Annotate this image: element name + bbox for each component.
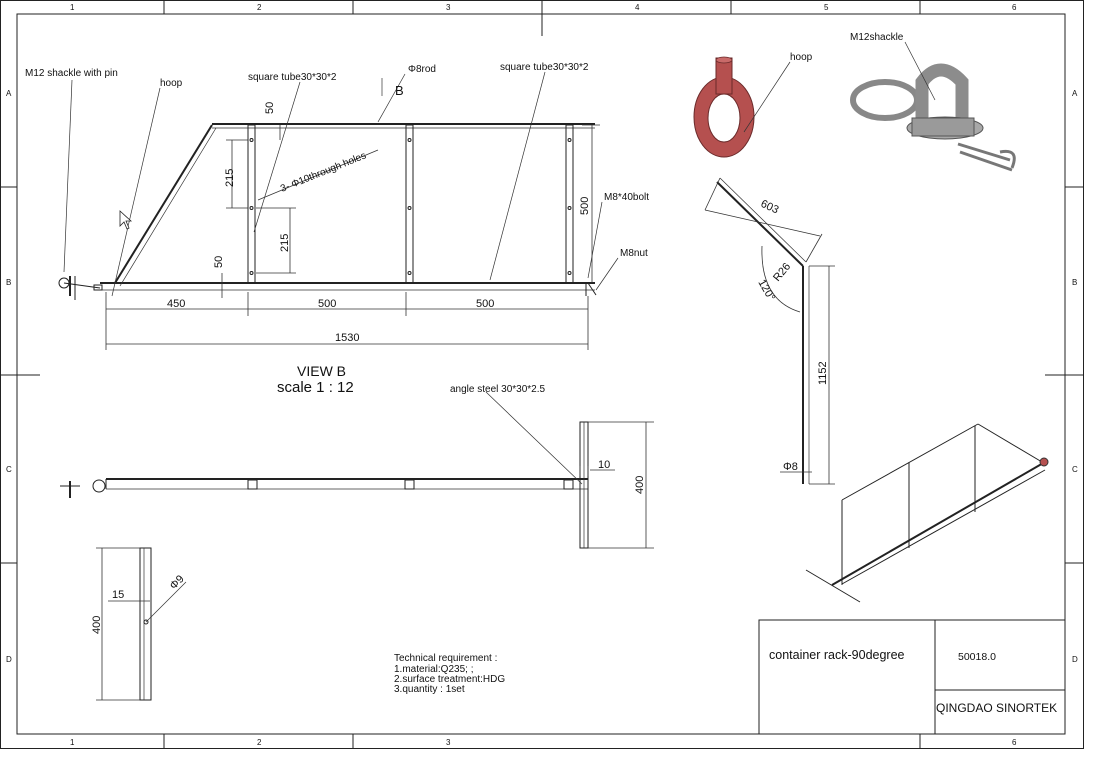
zone-col-2-bottom: 2 (257, 738, 262, 747)
dim-603: 603 (759, 198, 781, 217)
zone-col-3: 3 (446, 3, 451, 12)
dim-500-vertical: 500 (579, 197, 591, 215)
zone-row-c: C (6, 465, 12, 474)
dim-215-lower: 215 (279, 234, 291, 252)
zone-row-b-right: B (1072, 278, 1077, 287)
title-number: 50018.0 (958, 651, 996, 663)
title-company: QINGDAO SINORTEK (936, 701, 1057, 715)
zone-col-4: 4 (635, 3, 640, 12)
title-block (758, 619, 1066, 735)
dim-horizontal (105, 292, 589, 350)
tech-line-2: 2.surface treatment:HDG (394, 674, 505, 685)
leader-lines (63, 71, 619, 297)
zone-row-d: D (6, 655, 12, 664)
label-angle-steel: angle steel 30*30*2.5 (450, 384, 546, 395)
hoop-iso (693, 56, 791, 158)
zone-col-6-bottom: 6 (1012, 738, 1017, 747)
zone-row-c-right: C (1072, 465, 1078, 474)
label-square-tube-left: square tube30*30*2 (248, 72, 337, 83)
dim-r26: R26 (771, 261, 793, 284)
dim-450: 450 (167, 298, 185, 310)
label-through-holes: 3- Φ10through holes (279, 150, 368, 194)
dim-400-end: 400 (91, 616, 103, 634)
view-scale: scale 1 : 12 (277, 379, 354, 396)
zone-col-1-bottom: 1 (70, 738, 75, 747)
dim-50-top: 50 (264, 102, 276, 114)
zone-col-3-bottom: 3 (446, 738, 451, 747)
zone-col-6: 6 (1012, 3, 1017, 12)
label-shackle-pin: M12 shackle with pin (25, 68, 118, 79)
zone-col-2: 2 (257, 3, 262, 12)
side-profile (704, 177, 835, 485)
tech-line-1: 1.material:Q235; ; (394, 664, 473, 675)
dim-phi8: Φ8 (783, 461, 798, 473)
dim-500-left: 500 (318, 298, 336, 310)
dim-1530: 1530 (335, 332, 359, 344)
dim-10: 10 (598, 459, 610, 471)
view-marker-b: B (395, 83, 404, 98)
zone-col-1: 1 (70, 3, 75, 12)
zone-row-a-right: A (1072, 89, 1078, 98)
label-bolt: M8*40bolt (604, 192, 649, 203)
cursor-icon (119, 210, 133, 230)
zone-labels: 1 2 3 4 5 6 1 2 3 6 A B C D A B C D (6, 3, 1078, 747)
sheet-border (0, 0, 1084, 749)
tech-line-3: 3.quantity : 1set (394, 684, 465, 695)
rack-iso (805, 423, 1049, 603)
shackle-iso (850, 41, 1016, 172)
label-nut: M8nut (620, 248, 648, 259)
dim-15: 15 (112, 589, 124, 601)
zone-row-d-right: D (1072, 655, 1078, 664)
tech-heading: Technical requirement : (394, 653, 497, 664)
label-hoop: hoop (160, 78, 183, 89)
label-shackle-iso: M12shackle (850, 32, 904, 43)
dim-120-deg: 120° (755, 278, 777, 304)
label-rod: Φ8rod (408, 64, 436, 75)
front-view: 50 215 215 50 500 450 500 500 1530 (25, 62, 649, 350)
label-square-tube-right: square tube30*30*2 (500, 62, 589, 73)
title-name: container rack-90degree (769, 648, 905, 662)
shackle-symbol (58, 276, 103, 300)
view-title: VIEW B (297, 363, 346, 379)
dim-phi9: Φ9 (168, 573, 187, 592)
plan-view (60, 391, 654, 549)
label-hoop-iso: hoop (790, 52, 813, 63)
dim-400-side: 400 (634, 476, 646, 494)
zone-row-b: B (6, 278, 11, 287)
dim-500-right: 500 (476, 298, 494, 310)
zone-row-a: A (6, 89, 12, 98)
dim-1152: 1152 (817, 361, 829, 385)
dim-50-bottom: 50 (213, 256, 225, 268)
zone-col-5: 5 (824, 3, 829, 12)
dim-215-upper: 215 (224, 169, 236, 187)
end-view (96, 547, 187, 701)
